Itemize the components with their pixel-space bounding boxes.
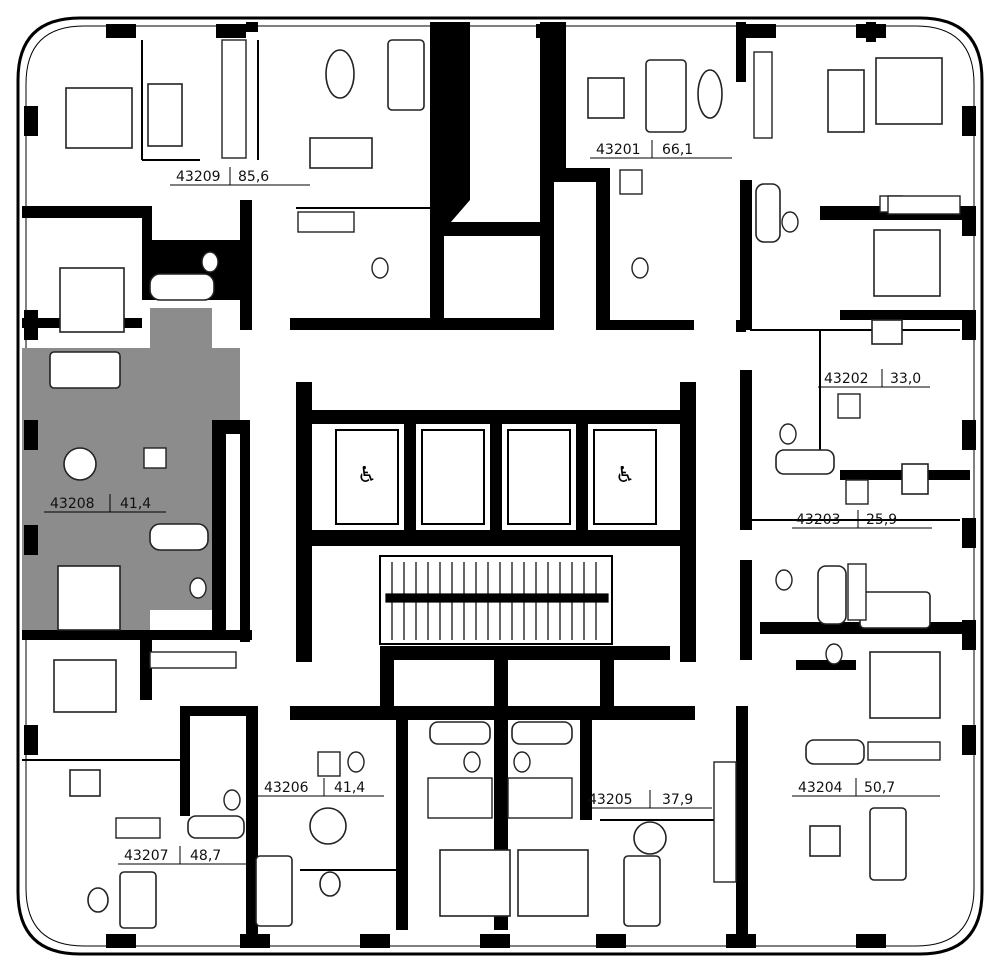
accessibility-icon: ♿ ♿ bbox=[357, 463, 635, 488]
unit-area: 25,9 bbox=[866, 512, 897, 528]
unit-area: 50,7 bbox=[864, 780, 895, 796]
unit-id: 43204 bbox=[798, 780, 843, 796]
unit-label-43208[interactable]: 43208 41,4 bbox=[44, 494, 166, 513]
unit-label-43206[interactable]: 43206 41,4 bbox=[258, 778, 384, 797]
unit-id: 43203 bbox=[796, 512, 841, 528]
unit-id: 43206 bbox=[264, 780, 309, 796]
stove-icon bbox=[115, 169, 903, 883]
unit-area: 85,6 bbox=[238, 169, 269, 185]
stairwell bbox=[379, 555, 613, 645]
unit-label-43209[interactable]: 43209 85,6 bbox=[170, 167, 310, 186]
unit-id: 43209 bbox=[176, 169, 221, 185]
unit-label-43205[interactable]: 43205 37,9 bbox=[584, 790, 712, 809]
bathtub-icon bbox=[149, 183, 865, 839]
unit-area: 41,4 bbox=[120, 496, 151, 512]
unit-id: 43201 bbox=[596, 142, 641, 158]
unit-area: 37,9 bbox=[662, 792, 693, 808]
unit-label-43202[interactable]: 43202 33,0 bbox=[818, 369, 930, 388]
toilet-icon bbox=[189, 211, 843, 811]
unit-area: 33,0 bbox=[890, 371, 921, 387]
svg-text:♿: ♿ bbox=[615, 463, 635, 488]
elevator-shafts bbox=[335, 429, 657, 525]
unit-label-43207[interactable]: 43207 48,7 bbox=[118, 846, 246, 865]
svg-text:♿: ♿ bbox=[357, 463, 377, 488]
unit-id: 43208 bbox=[50, 496, 95, 512]
unit-area: 48,7 bbox=[190, 848, 221, 864]
interior-partitions bbox=[22, 40, 960, 871]
sofa-icon bbox=[49, 39, 931, 929]
unit-label-43203[interactable]: 43203 25,9 bbox=[792, 510, 932, 529]
unit-label-43204[interactable]: 43204 50,7 bbox=[792, 778, 940, 797]
unit-id: 43202 bbox=[824, 371, 869, 387]
wardrobe-racks bbox=[149, 39, 961, 819]
perimeter-columns bbox=[24, 24, 976, 948]
dining-table-icon bbox=[63, 49, 929, 913]
unit-area: 66,1 bbox=[662, 142, 693, 158]
unit-label-43201[interactable]: 43201 66,1 bbox=[590, 140, 732, 159]
unit-id: 43207 bbox=[124, 848, 169, 864]
unit-labels: 43209 85,6 43201 66,1 43202 33,0 43203 2… bbox=[44, 140, 940, 865]
bed-icon bbox=[53, 57, 943, 917]
unit-area: 41,4 bbox=[334, 780, 365, 796]
unit-id: 43205 bbox=[588, 792, 633, 808]
